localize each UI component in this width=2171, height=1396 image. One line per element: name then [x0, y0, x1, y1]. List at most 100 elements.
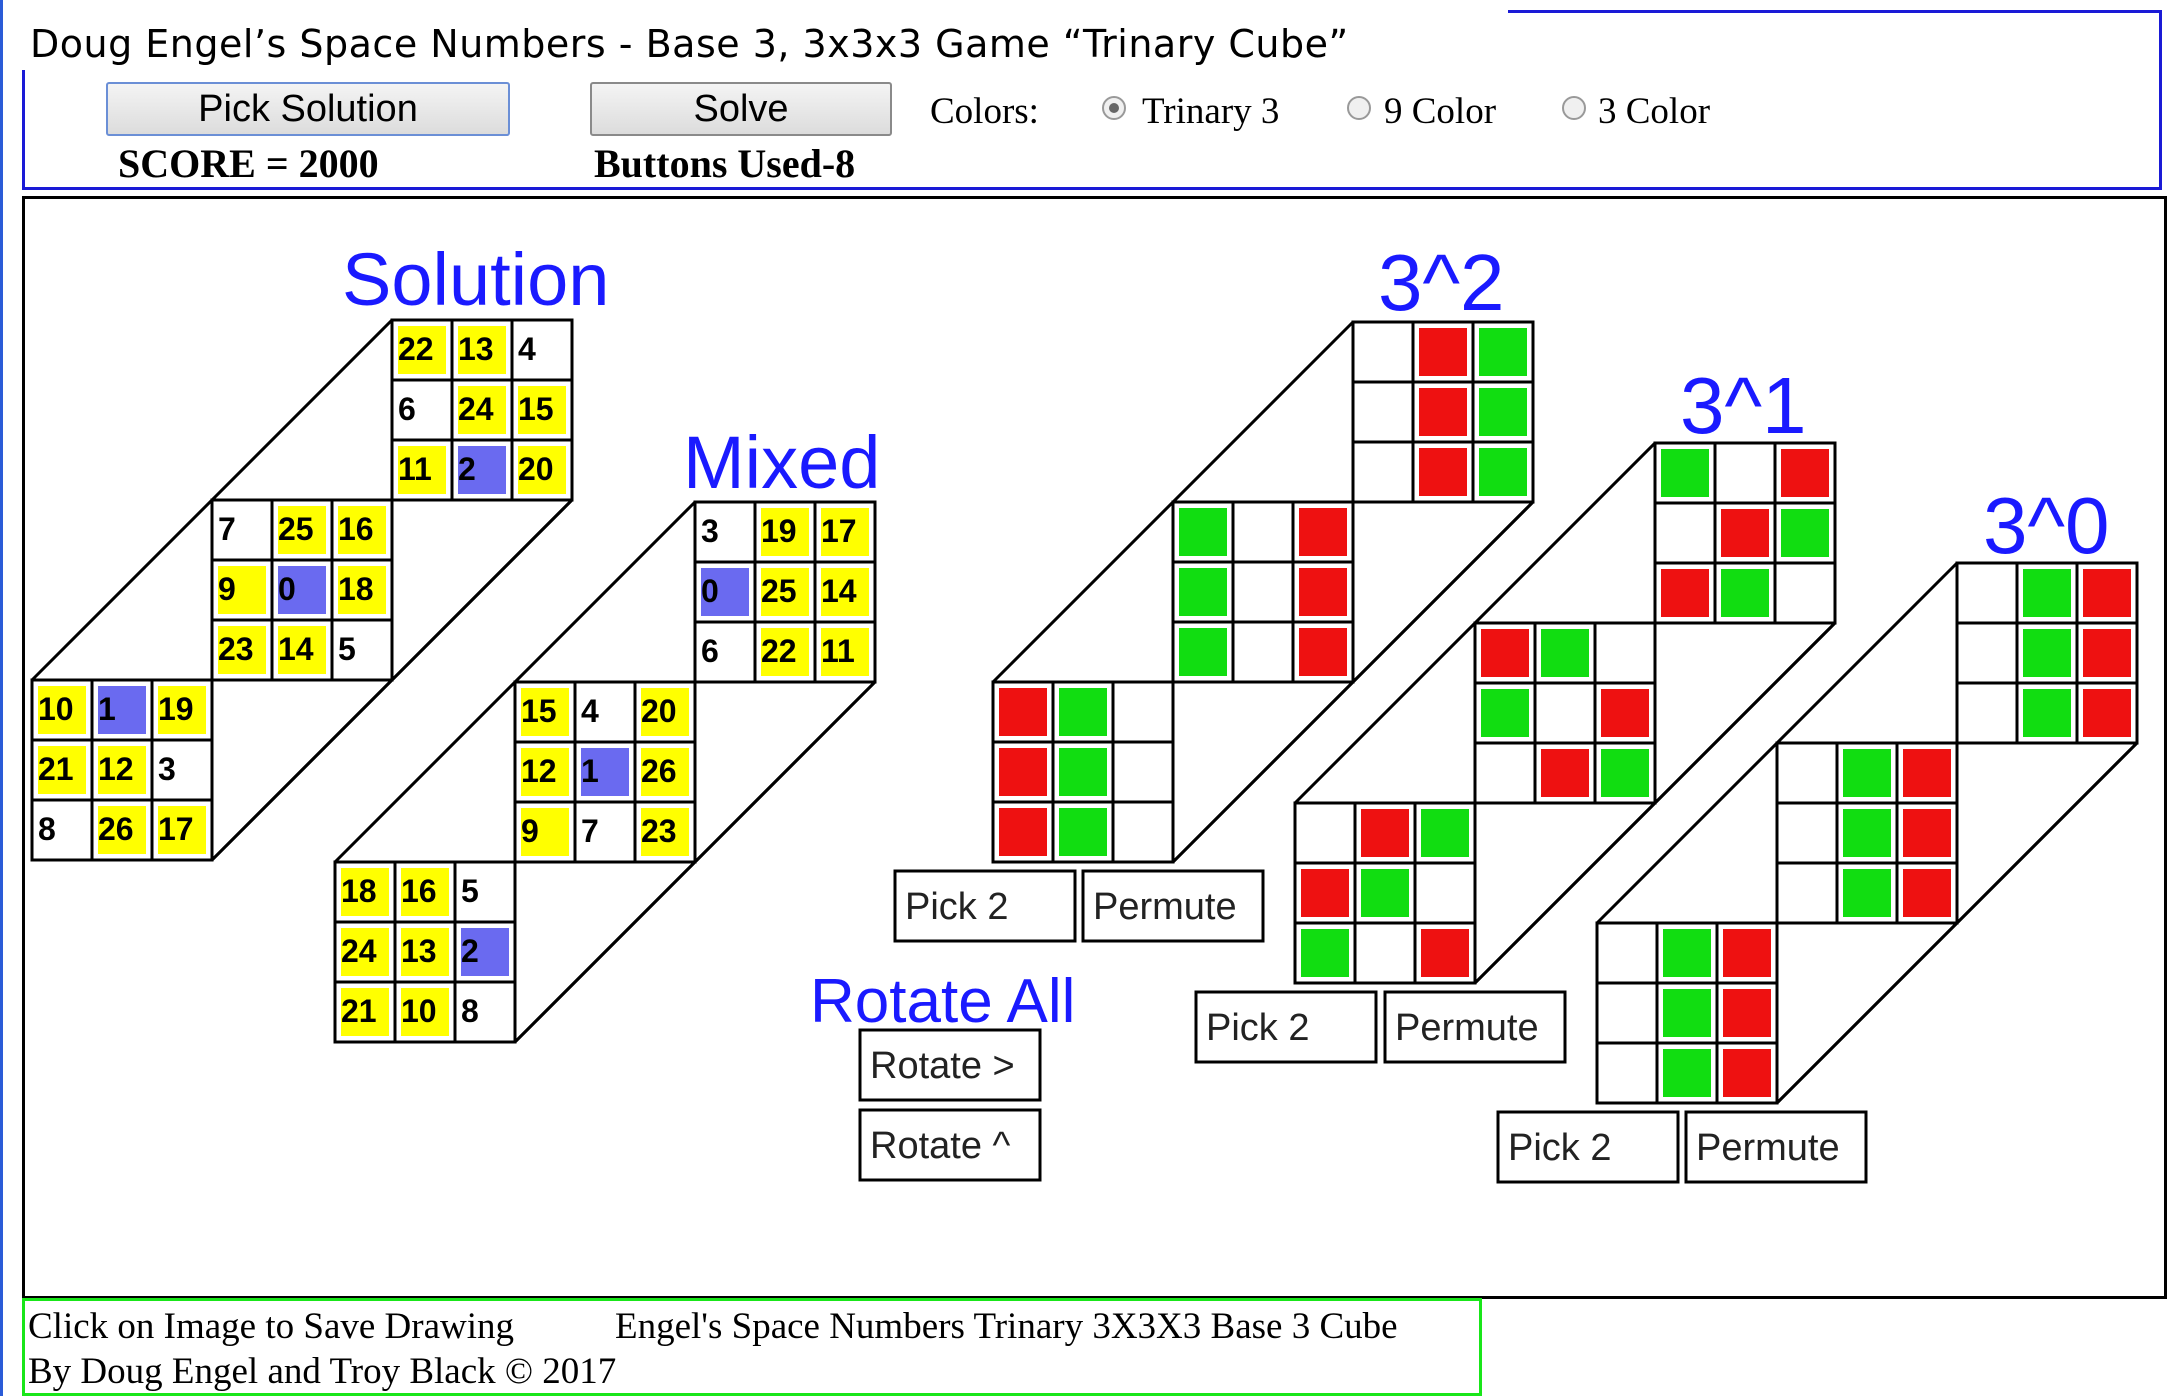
- layer-3pow1-cube-cell-fill: [1301, 809, 1349, 857]
- layer-3pow1-cube-cell-fill: [1361, 929, 1409, 977]
- solve-button[interactable]: Solve: [590, 82, 892, 136]
- mixed-cube-cell-number: 23: [641, 813, 677, 849]
- layer-3pow2-cube-cell-fill: [999, 688, 1047, 736]
- layer-3pow1-cube-cell-fill: [1781, 449, 1829, 497]
- layer-3pow2-cube-cell-fill: [1059, 748, 1107, 796]
- mixed-cube-cell-number: 5: [461, 873, 479, 909]
- layer-3pow1-cube-cell-fill: [1361, 869, 1409, 917]
- mixed-cube-cell-number: 11: [821, 633, 855, 669]
- solution-cube-cell-fill: [218, 506, 266, 554]
- mixed-cube-cell-fill: [401, 988, 449, 1036]
- radio-9-color[interactable]: [1347, 96, 1371, 120]
- layer-3pow0-permute-button[interactable]: [1684, 1110, 1868, 1184]
- mixed-cube-cell-number: 25: [761, 573, 797, 609]
- solution-cube-cell-fill: [38, 686, 86, 734]
- layer-3pow0-pick2-button[interactable]: [1496, 1110, 1680, 1184]
- radio-trinary-3[interactable]: [1102, 96, 1126, 120]
- layer-3pow2-cube[interactable]: [991, 320, 1535, 864]
- rotate-right-button[interactable]: [858, 1028, 1042, 1102]
- solution-cube-cell-number: 12: [98, 751, 134, 787]
- solution-cube-cell-fill: [158, 806, 206, 854]
- layer-3pow1-cube-cell-fill: [1481, 689, 1529, 737]
- solution-cube-cell-fill: [458, 326, 506, 374]
- solution-cube-cell-fill: [458, 386, 506, 434]
- left-edge-rule: [0, 0, 3, 1396]
- layer-3pow0-cube[interactable]: [1595, 561, 2139, 1105]
- layer-3pow1-pick2-button[interactable]: [1194, 990, 1378, 1064]
- layer-3pow1-cube[interactable]: [1293, 441, 1837, 985]
- layer-3pow1-permute-button-label: Permute: [1395, 1007, 1539, 1049]
- solution-cube-cell-fill: [158, 746, 206, 794]
- layer-3pow0-cube-cell-fill: [1603, 929, 1651, 977]
- layer-3pow0-cube-cell-fill: [2023, 689, 2071, 737]
- solution-cube-cell-fill: [278, 506, 326, 554]
- layer-3pow2-cube-cell-fill: [1419, 328, 1467, 376]
- layer-3pow2-title: 3^2: [1378, 238, 1505, 327]
- game-canvas[interactable]: [22, 196, 2167, 1299]
- layer-3pow2-pick2-button-label: Pick 2: [905, 886, 1008, 928]
- solution-cube-cell-number: 14: [278, 631, 314, 667]
- rotate-right-button-label: Rotate >: [870, 1045, 1015, 1087]
- layer-3pow1-cube-cell-fill: [1721, 449, 1769, 497]
- radio-3-color[interactable]: [1562, 96, 1586, 120]
- layer-3pow2-permute-button-label: Permute: [1093, 886, 1237, 928]
- layer-3pow0-cube-cell-fill: [1783, 749, 1831, 797]
- layer-3pow1-title: 3^1: [1680, 361, 1807, 450]
- layer-3pow0-cube-cell-fill: [1963, 569, 2011, 617]
- solution-cube-cell-number: 13: [458, 331, 494, 367]
- solution-cube-cell-number: 4: [518, 331, 536, 367]
- mixed-cube-cell-number: 26: [641, 753, 677, 789]
- layer-3pow1-cube-cell-fill: [1601, 629, 1649, 677]
- solution-cube-cell-number: 24: [458, 391, 494, 427]
- solution-cube-cell-fill: [398, 386, 446, 434]
- layer-3pow1-permute-button[interactable]: [1383, 990, 1567, 1064]
- mixed-cube-cell-number: 24: [341, 933, 377, 969]
- solution-cube-cell-fill: [38, 746, 86, 794]
- layer-3pow1-cube-cell-fill: [1541, 749, 1589, 797]
- layer-3pow0-cube-cell-fill: [1963, 629, 2011, 677]
- mixed-cube-cell-number: 19: [761, 513, 797, 549]
- mixed-cube-cell-number: 7: [581, 813, 599, 849]
- layer-3pow2-permute-button[interactable]: [1081, 869, 1265, 943]
- solution-cube-cell-number: 0: [278, 571, 296, 607]
- solution-cube-cell-number: 11: [398, 451, 432, 487]
- mixed-cube-cell-number: 22: [761, 633, 797, 669]
- rotate-up-button[interactable]: [858, 1108, 1042, 1182]
- layer-3pow0-title: 3^0: [1983, 481, 2110, 570]
- layer-3pow0-cube-cell-fill: [1903, 749, 1951, 797]
- mixed-cube-cell-fill: [341, 928, 389, 976]
- solution-cube-cell-number: 18: [338, 571, 374, 607]
- footer-save-text: Click on Image to Save Drawing: [28, 1306, 515, 1347]
- layer-3pow2-cube-cell-fill: [999, 808, 1047, 856]
- mixed-cube-cell-fill: [521, 748, 569, 796]
- layer-3pow2-cube-cell-fill: [1239, 628, 1287, 676]
- layer-3pow2-cube-cell-fill: [1119, 688, 1167, 736]
- mixed-cube-cell-fill: [581, 688, 629, 736]
- layer-3pow2-cube-cell-fill: [1359, 328, 1407, 376]
- mixed-cube-cell-number: 8: [461, 993, 479, 1029]
- layer-3pow0-cube-cell-fill: [2083, 629, 2131, 677]
- layer-3pow2-cube-cell-fill: [1299, 568, 1347, 616]
- mixed-cube-cell-fill: [641, 688, 689, 736]
- pick-solution-button[interactable]: Pick Solution: [106, 82, 510, 136]
- mixed-cube-cell-fill: [341, 988, 389, 1036]
- layer-3pow0-pick2-button-label: Pick 2: [1508, 1127, 1611, 1169]
- mixed-cube-cell-fill: [581, 808, 629, 856]
- mixed-cube-cell-fill: [521, 808, 569, 856]
- title-background: [22, 10, 1508, 70]
- layer-3pow2-cube-cell-fill: [1239, 568, 1287, 616]
- solution-cube-cell-number: 23: [218, 631, 254, 667]
- layer-3pow2-cube-cell-fill: [999, 748, 1047, 796]
- layer-3pow2-pick2-button[interactable]: [893, 869, 1077, 943]
- layer-3pow0-cube-cell-fill: [1603, 989, 1651, 1037]
- layer-3pow2-cube-cell-fill: [1479, 328, 1527, 376]
- layer-3pow1-cube-cell-fill: [1601, 689, 1649, 737]
- solution-cube-cell-number: 3: [158, 751, 176, 787]
- rotate-all-title: Rotate All: [810, 967, 1075, 1036]
- layer-3pow1-cube-cell-fill: [1301, 929, 1349, 977]
- solution-cube-cell-number: 21: [38, 751, 74, 787]
- solution-cube-cell-fill: [158, 686, 206, 734]
